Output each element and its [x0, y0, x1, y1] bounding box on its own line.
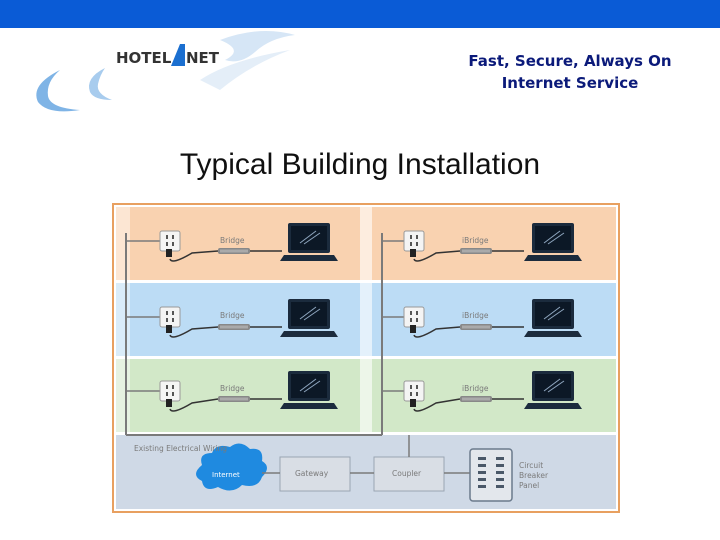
top-banner: [0, 0, 720, 28]
tagline-line-2: Internet Service: [501, 74, 639, 92]
building-diagram: Bridge iBridge Bridge iBridge Bridge iBr…: [112, 203, 620, 513]
panel-label-3: Panel: [519, 481, 540, 490]
tagline-line-1: Fast, Secure, Always On: [468, 52, 672, 70]
floor-1-right-bridge-label: iBridge: [462, 236, 489, 245]
hotelnet-logo: HOTEL NET: [36, 31, 295, 112]
svg-text:HOTEL: HOTEL: [116, 49, 172, 67]
wiring-label: Existing Electrical Wiring: [134, 444, 227, 453]
svg-text:NET: NET: [186, 49, 220, 67]
floor-2-left-bridge-label: Bridge: [220, 311, 245, 320]
gateway-label: Gateway: [295, 469, 329, 478]
panel-label-1: Circuit: [519, 461, 544, 470]
coupler-label: Coupler: [392, 469, 422, 478]
tagline: Fast, Secure, Always On Internet Service: [420, 50, 720, 94]
floor-3-left-bridge-label: Bridge: [220, 384, 245, 393]
panel-label-2: Breaker: [519, 471, 549, 480]
floor-1-left-bridge-label: Bridge: [220, 236, 245, 245]
building-diagram-graphic: [112, 203, 620, 513]
floor-2-right-bridge-label: iBridge: [462, 311, 489, 320]
floor-3-right-bridge-label: iBridge: [462, 384, 489, 393]
slide-title: Typical Building Installation: [179, 148, 541, 181]
internet-label: Internet: [212, 471, 240, 479]
